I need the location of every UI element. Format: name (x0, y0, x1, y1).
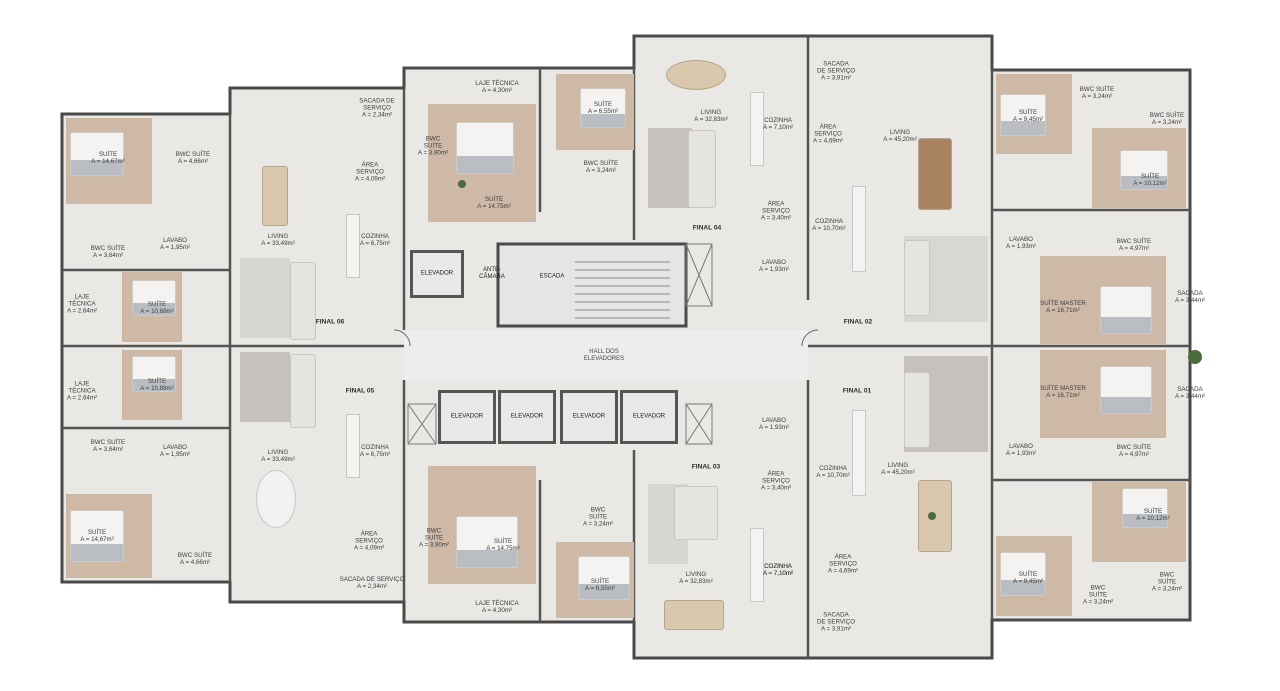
elevator-top (410, 250, 464, 298)
f01-suite-bed (1122, 488, 1168, 528)
final-01-title: FINAL 01 (842, 387, 872, 395)
f03-suite2-bed (578, 556, 630, 600)
elevator-4 (620, 390, 678, 444)
f02-kitchen-counter (852, 186, 866, 272)
f01-suite2-bed (1000, 552, 1046, 596)
elevator-3 (560, 390, 618, 444)
final-05-title: FINAL 05 (345, 387, 375, 395)
elevator-1-label: ELEVADOR (450, 413, 484, 420)
f04-plant (458, 180, 466, 188)
final-03-title: FINAL 03 (691, 463, 721, 471)
elevator-2-label: ELEVADOR (510, 413, 544, 420)
f04-kitchen-counter (750, 92, 764, 166)
f04-dining-table (666, 60, 726, 90)
f02-suite2-bed (1120, 150, 1168, 190)
f05-sofa (290, 354, 316, 428)
elevator-top-label: ELEVADOR (420, 270, 454, 277)
f04-sofa (688, 130, 716, 208)
f05-kitchen-counter (346, 414, 360, 478)
final-02-title: FINAL 02 (843, 318, 873, 326)
elevator-1 (438, 390, 496, 444)
f01-master-bed (1100, 366, 1152, 414)
f01-plant (1188, 350, 1202, 364)
f01-kitchen-counter (852, 410, 866, 496)
f05-suite-bed (70, 510, 124, 562)
elevator-2 (498, 390, 556, 444)
f06-suite-bed (70, 132, 124, 176)
f06-rug (240, 258, 290, 338)
f01-sofa (904, 372, 930, 448)
f04-suite-bed (456, 122, 514, 174)
f03-suite-bed (456, 516, 518, 568)
f01-table-plant (928, 512, 936, 520)
stair-label: ESCADA (539, 273, 565, 280)
elevator-3-label: ELEVADOR (572, 413, 606, 420)
f02-suite-bed (1000, 94, 1046, 136)
f02-dining-table (918, 138, 952, 210)
f05-rug (240, 352, 290, 422)
final-06-title: FINAL 06 (315, 318, 345, 326)
f03-kitchen-counter (750, 528, 764, 602)
f06-dining-table (262, 166, 288, 226)
f02-master-bed (1100, 286, 1152, 334)
f03-sofa (674, 486, 718, 540)
f02-sofa (904, 240, 930, 316)
f05-suite2-bed (132, 356, 176, 392)
elevator-4-label: ELEVADOR (632, 413, 666, 420)
f03-dining-table (664, 600, 724, 630)
f04-suite2-bed (580, 88, 626, 128)
f04-rug (648, 128, 692, 208)
ante-camara-label: ANTE-CÂMARA (479, 267, 505, 280)
f06-kitchen-counter (346, 214, 360, 278)
f06-sofa (290, 262, 316, 340)
f05-dining-table (256, 470, 296, 528)
f06-suite2-bed (132, 280, 176, 316)
final-04-title: FINAL 04 (692, 224, 722, 232)
